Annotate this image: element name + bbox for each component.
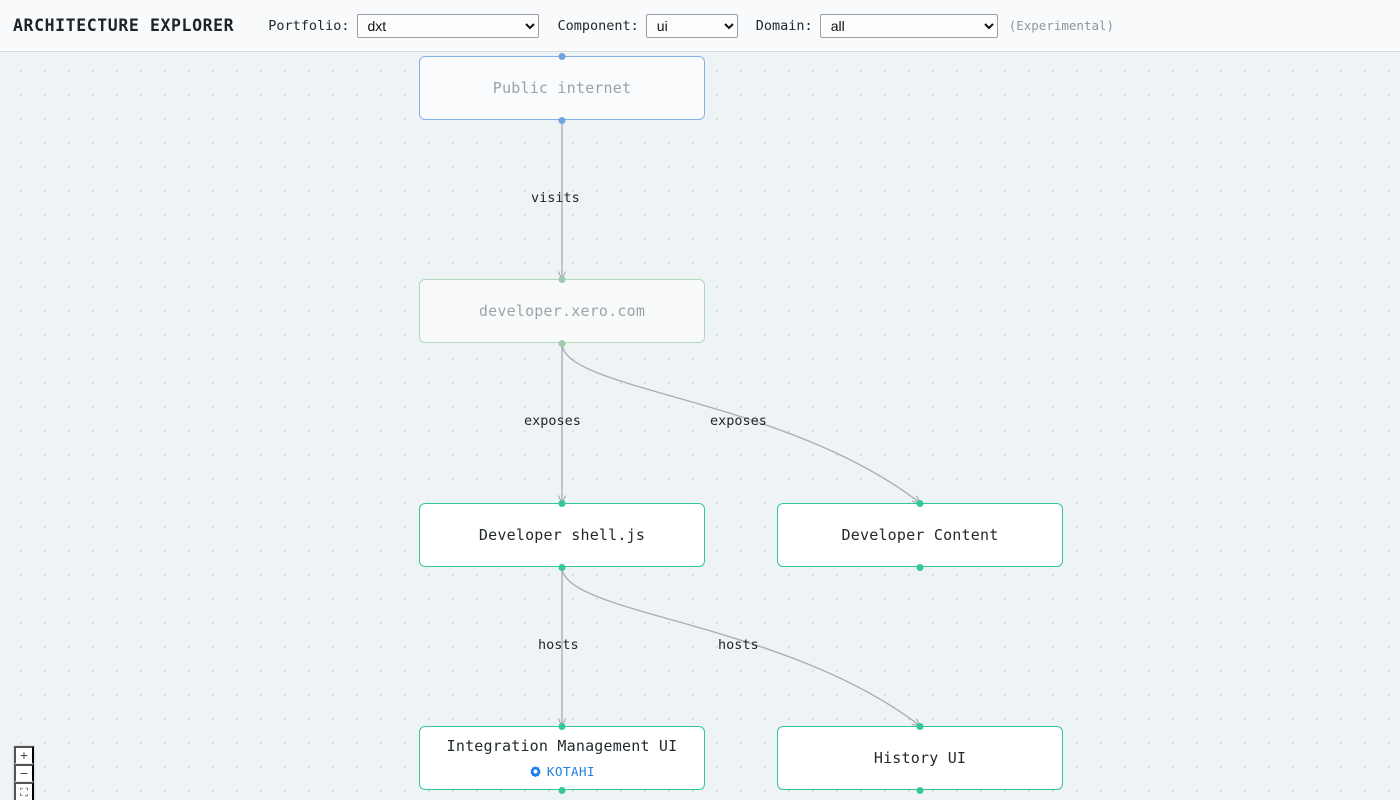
kotahi-badge: KOTAHI [529,764,595,779]
node-label: Integration Management UI [446,737,678,755]
graph-node-developer-xero[interactable]: developer.xero.com [419,275,705,347]
portfolio-filter: Portfolio: dxt [268,13,539,38]
portfolio-label: Portfolio: [268,17,350,34]
zoom-controls-panel: + − ⛶ [13,745,35,800]
page-title: ARCHITECTURE EXPLORER [13,16,235,35]
node-label: History UI [873,749,967,767]
component-filter: Component: ui [557,13,738,38]
edge-label-e4: hosts [538,637,579,653]
node-handle-top[interactable] [558,275,566,283]
graph-node-integration-mgmt[interactable]: Integration Management UI KOTAHI [419,722,705,794]
node-handle-bottom[interactable] [916,563,924,571]
node-handle-top[interactable] [558,499,566,507]
edge-label-e5: hosts [718,637,759,653]
node-handle-top[interactable] [916,499,924,507]
component-label: Component: [557,17,639,34]
node-handle-top[interactable] [916,722,924,730]
node-handle-bottom[interactable] [558,786,566,794]
node-handle-bottom[interactable] [558,563,566,571]
graph-node-public-internet[interactable]: Public internet [419,52,705,124]
edge-label-e3: exposes [710,413,767,429]
edge-layer [0,120,1400,800]
node-label: developer.xero.com [478,302,646,320]
graph-node-developer-content[interactable]: Developer Content [777,499,1063,571]
graph-node-history-ui[interactable]: History UI [777,722,1063,794]
fit-view-button[interactable]: ⛶ [14,782,34,800]
kotahi-gear-icon [530,766,541,778]
experimental-note: (Experimental) [1008,18,1115,33]
portfolio-select[interactable]: dxt [356,13,539,38]
node-label: Public internet [492,79,632,97]
node-label: Developer Content [841,526,999,544]
domain-select[interactable]: all [819,13,998,38]
node-handle-bottom[interactable] [558,339,566,347]
edge-label-e1: visits [531,190,580,206]
domain-label: Domain: [755,17,813,34]
kotahi-badge-label: KOTAHI [546,764,596,779]
graph-node-developer-shell[interactable]: Developer shell.js [419,499,705,571]
node-handle-bottom[interactable] [558,116,566,124]
node-handle-top[interactable] [558,722,566,730]
node-label: Developer shell.js [478,526,646,544]
app-header: ARCHITECTURE EXPLORER Portfolio: dxt Com… [0,0,1400,52]
node-handle-bottom[interactable] [916,786,924,794]
node-handle-top[interactable] [558,52,566,60]
zoom-in-button[interactable]: + [14,746,34,764]
domain-filter: Domain: all [755,13,998,38]
edge-label-e2: exposes [524,413,581,429]
zoom-out-button[interactable]: − [14,764,34,782]
component-select[interactable]: ui [645,13,738,38]
